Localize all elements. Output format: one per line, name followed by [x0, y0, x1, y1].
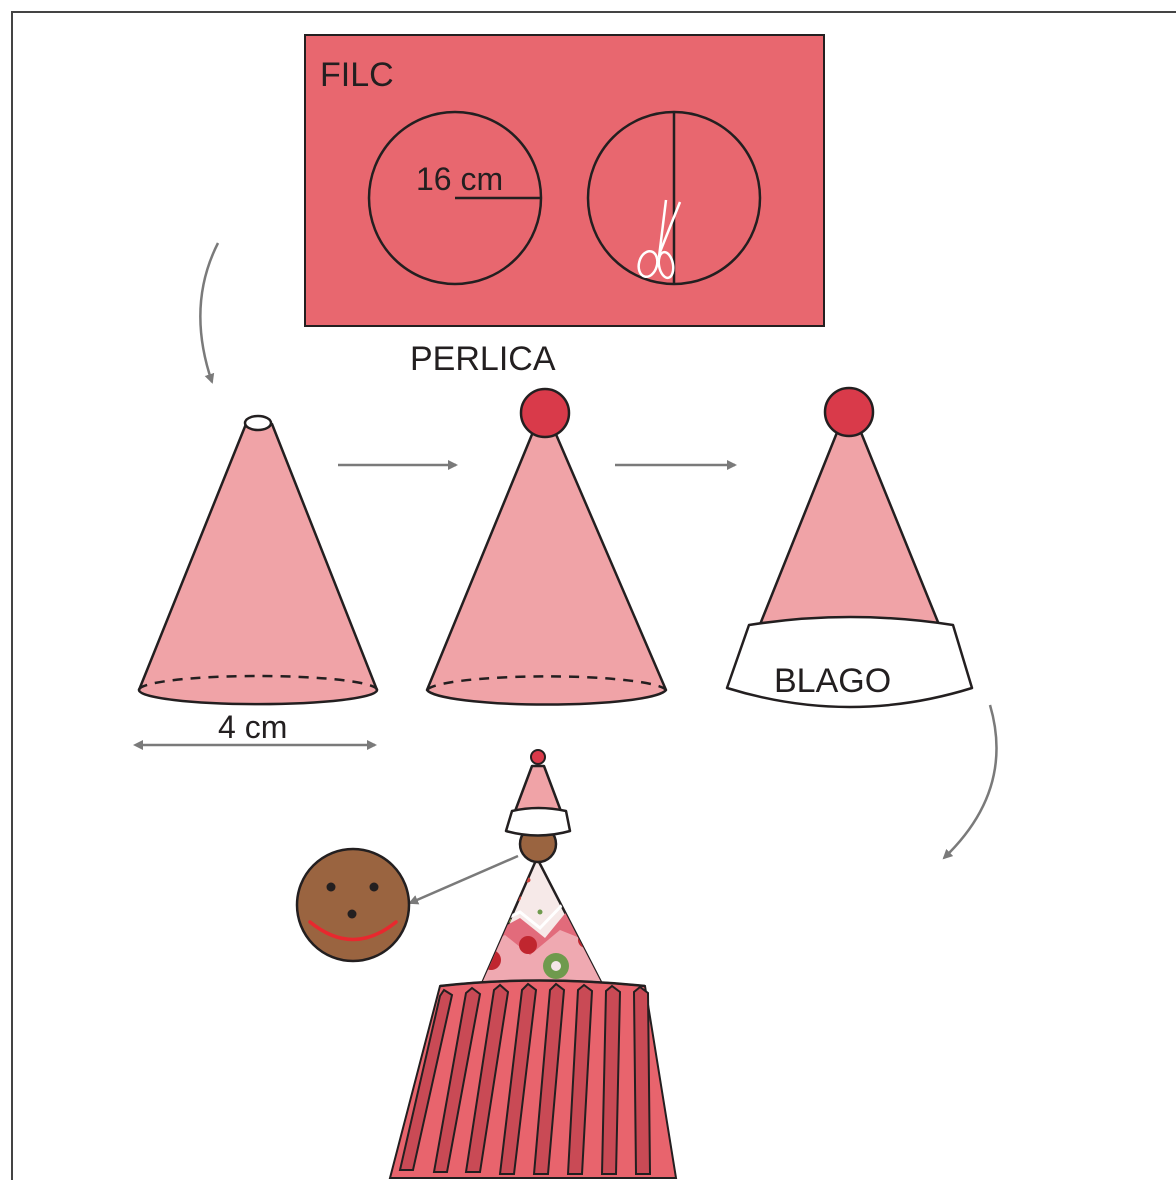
cloth-band [725, 615, 974, 709]
felt-circle-cut [586, 110, 762, 286]
final-figure [388, 749, 678, 1179]
bead-circle [823, 386, 875, 438]
felt-sheet: FILC 16 cm [304, 34, 825, 327]
cone-2-back-rim [425, 675, 668, 691]
curved-arrow-icon [942, 704, 998, 860]
scissors-icon [637, 199, 682, 280]
felt-circle-radius: 16 cm [367, 110, 543, 286]
cloth-label: BLAGO [774, 662, 891, 700]
bead-circle [519, 387, 571, 439]
radius-label: 16 cm [416, 161, 503, 197]
felt-label: FILC [320, 56, 394, 94]
figure-hat [504, 749, 572, 837]
base-width-label: 4 cm [218, 709, 287, 745]
cone-step-1 [137, 414, 379, 706]
cone-step-3-hat: BLAGO [725, 386, 974, 709]
bead-label: PERLICA [410, 340, 556, 378]
cone-step-2 [425, 387, 668, 706]
face-pointer-arrow [408, 854, 519, 905]
cone-1-top-opening [243, 414, 273, 432]
gingerbread-face-icon [295, 847, 411, 963]
figure-skirt [388, 979, 678, 1179]
frame-border [11, 11, 1176, 1180]
curved-arrow-icon [199, 242, 220, 384]
base-width-dimension: 4 cm [133, 709, 377, 750]
figure-body [478, 855, 607, 990]
